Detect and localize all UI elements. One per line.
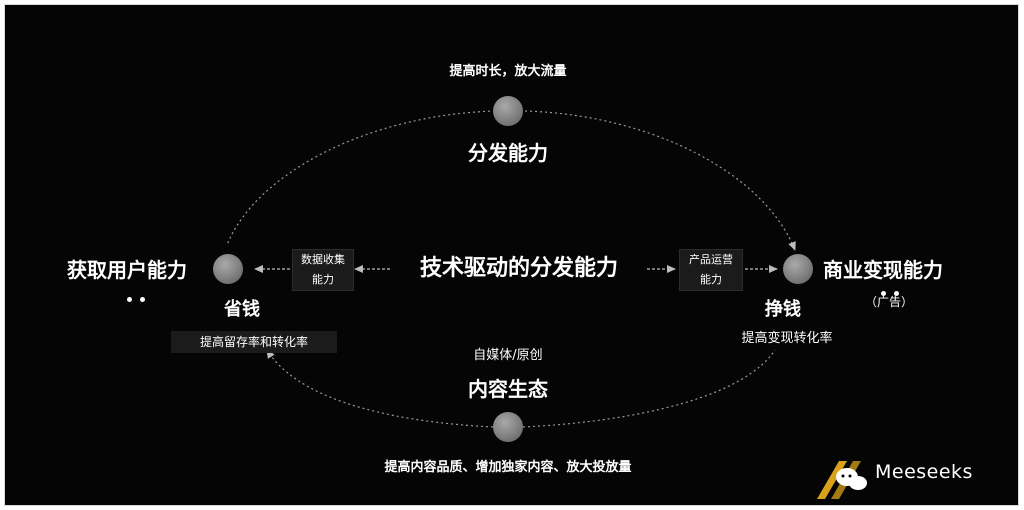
bottom-caption: 提高内容品质、增加独家内容、放大投放量 (384, 460, 632, 475)
node-bottom (493, 412, 523, 442)
right-sub: 挣钱 (765, 299, 801, 320)
right-dots (881, 281, 907, 300)
right-caption: 提高变现转化率 (741, 331, 833, 346)
top-caption: 提高时长，放大流量 (449, 64, 567, 79)
left-title: 获取用户能力 (67, 258, 187, 282)
left-connector-box: 数据收集 能力 (292, 249, 354, 291)
right-connector-box: 产品运营 能力 (679, 249, 743, 291)
arc-top-right (524, 110, 796, 251)
wechat-bubble-icon (817, 461, 867, 499)
top-title: 分发能力 (468, 141, 548, 165)
diagram-canvas: 提高时长，放大流量 分发能力 技术驱动的分发能力 获取用户能力 数据收集 能力 … (4, 4, 1019, 506)
arc-bottom-left (266, 349, 494, 428)
bottom-note: 自媒体/原创 (473, 348, 543, 363)
left-connector-line2: 能力 (312, 273, 334, 286)
cycle-diagram (213, 96, 813, 442)
right-connector-line2: 能力 (700, 273, 722, 286)
left-caption: 提高留存率和转化率 (171, 331, 337, 353)
watermark-text: Meeseeks (875, 461, 973, 483)
right-note: （广告） (864, 295, 914, 309)
left-sub: 省钱 (224, 299, 260, 320)
left-dots (127, 287, 153, 306)
node-left (213, 254, 243, 284)
node-top (493, 96, 523, 126)
node-right (783, 254, 813, 284)
arc-bottom-right (522, 349, 776, 428)
center-label: 技术驱动的分发能力 (419, 256, 619, 281)
bottom-title: 内容生态 (468, 377, 548, 401)
right-connector-line1: 产品运营 (689, 253, 733, 266)
arc-top-left (226, 110, 496, 246)
watermark: Meeseeks (813, 455, 1013, 503)
left-connector-line1: 数据收集 (301, 253, 345, 266)
right-title: 商业变现能力 (823, 258, 943, 282)
